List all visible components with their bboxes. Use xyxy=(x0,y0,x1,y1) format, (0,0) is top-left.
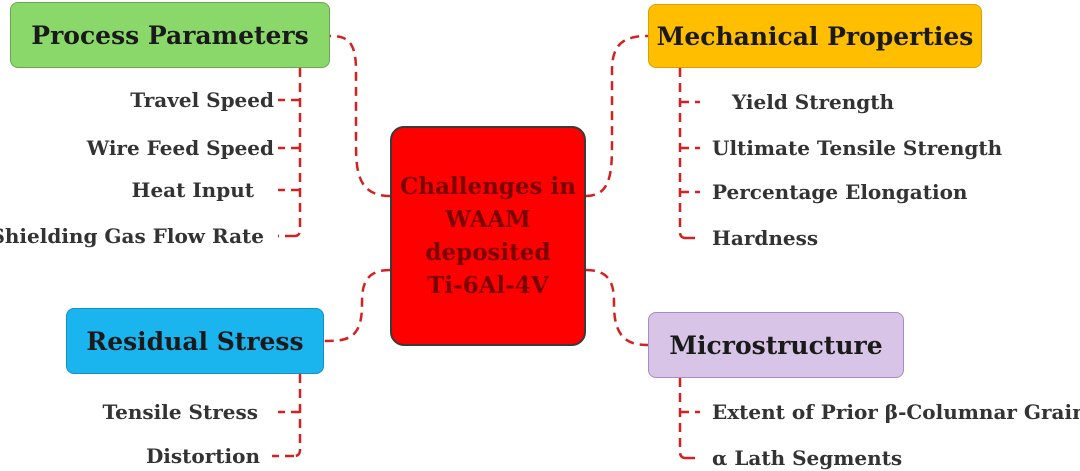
connector-center-mechanical xyxy=(585,34,649,198)
process-item-travel-speed: Travel Speed xyxy=(130,88,274,112)
residual-stress-title: Residual Stress xyxy=(86,326,304,356)
process-item-shielding-gas: Shielding Gas Flow Rate xyxy=(0,224,264,248)
center-line-3: deposited xyxy=(425,239,551,266)
micro-item-alpha-lath: α Lath Segments xyxy=(712,446,903,470)
mechanical-item-uts: Ultimate Tensile Strength xyxy=(712,136,1003,160)
residual-item-distortion: Distortion xyxy=(145,444,260,468)
connector-center-process xyxy=(329,34,391,198)
connector-center-micro xyxy=(585,268,649,347)
micro-spine xyxy=(678,378,687,460)
center-line-1: Challenges in xyxy=(400,173,576,200)
mechanical-properties-node: Mechanical Properties xyxy=(648,4,982,68)
microstructure-node: Microstructure xyxy=(648,312,904,378)
microstructure-title: Microstructure xyxy=(669,330,883,360)
process-parameters-title: Process Parameters xyxy=(31,20,309,50)
center-line-2: WAAM xyxy=(445,206,531,233)
connector-center-residual xyxy=(323,268,391,343)
mechanical-spine xyxy=(678,68,687,240)
process-parameters-node: Process Parameters xyxy=(10,2,330,68)
mechanical-item-elongation: Percentage Elongation xyxy=(712,180,968,204)
residual-spine xyxy=(293,374,302,458)
process-item-heat-input: Heat Input xyxy=(131,178,254,202)
micro-item-prior-beta-grain: Extent of Prior β-Columnar Grain xyxy=(712,400,1080,424)
residual-stress-node: Residual Stress xyxy=(66,308,324,374)
mechanical-item-hardness: Hardness xyxy=(712,226,819,250)
center-line-4: Ti-6Al-4V xyxy=(427,272,549,299)
process-item-wire-feed-speed: Wire Feed Speed xyxy=(86,136,274,160)
mechanical-properties-title: Mechanical Properties xyxy=(656,21,974,51)
center-node: Challenges in WAAM deposited Ti-6Al-4V xyxy=(390,126,586,346)
process-spine xyxy=(293,68,302,238)
residual-item-tensile-stress: Tensile Stress xyxy=(102,400,258,424)
mechanical-item-yield-strength: Yield Strength xyxy=(732,90,895,114)
